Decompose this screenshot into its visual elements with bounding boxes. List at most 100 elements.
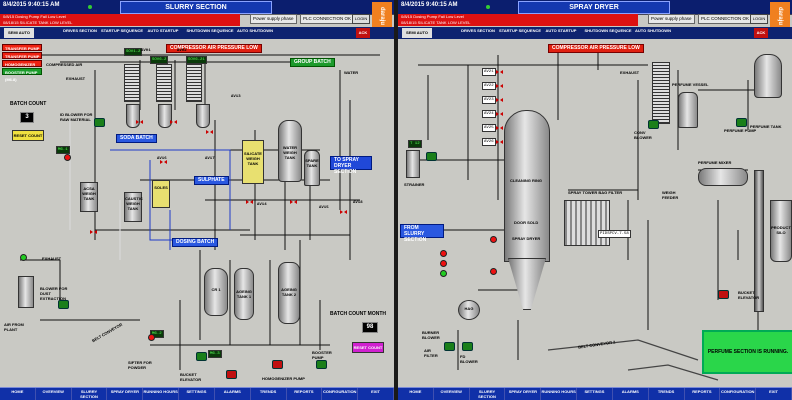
bucket-elevator-motor-icon[interactable] xyxy=(718,290,729,299)
tag-av22[interactable]: AV22 xyxy=(482,82,496,90)
alarm-row[interactable]: 0/8/15 Dosing Pump Fail Low Level xyxy=(0,14,240,20)
nav-exit[interactable]: EXIT xyxy=(756,388,792,400)
tag-av02[interactable]: AV02 xyxy=(177,49,187,53)
transfer-pump-motor-icon[interactable] xyxy=(226,370,237,379)
nav-trends[interactable]: TRENDS xyxy=(649,388,685,400)
nav-alarms[interactable]: ALARMS xyxy=(215,388,251,400)
nav-reports[interactable]: REPORTS xyxy=(685,388,721,400)
booster-motor-icon[interactable] xyxy=(316,360,327,369)
ack-button[interactable]: ACK xyxy=(356,28,370,38)
tag-av15[interactable]: AV15 xyxy=(319,206,329,210)
tag-av23[interactable]: AV23 xyxy=(482,96,496,104)
tag-av21[interactable]: AV21 xyxy=(482,68,496,76)
temp-indicator-t12[interactable]: T 12 xyxy=(408,140,422,148)
to-spray-dryer-link[interactable]: TO SPRAY DRYER SECTION xyxy=(330,156,372,175)
valve-icon[interactable] xyxy=(290,200,297,205)
nav-spray-dryer[interactable]: SPRAY DRYER xyxy=(505,388,542,400)
semi-auto-button[interactable]: SEMI AUTO xyxy=(402,28,432,38)
login-button[interactable]: LOGIN xyxy=(750,14,768,24)
tag-av18[interactable]: AV18 xyxy=(353,201,363,205)
conv-blower-motor-icon[interactable] xyxy=(648,120,659,129)
auto-startup-button[interactable]: AUTO STARTUP xyxy=(147,28,179,33)
drives-section-button[interactable]: DRIVES SECTION xyxy=(63,28,97,33)
tag-av24[interactable]: AV24 xyxy=(482,110,496,118)
homogenizer-motor-icon[interactable] xyxy=(272,360,283,369)
tag-sov6-2[interactable]: SOV6-2 xyxy=(150,56,169,64)
valve-icon[interactable] xyxy=(136,120,143,125)
semi-auto-button[interactable]: SEMI AUTO xyxy=(4,28,34,38)
valve-icon[interactable] xyxy=(496,98,503,103)
nav-settings[interactable]: SETTINGS xyxy=(577,388,613,400)
nav-slurry-section[interactable]: SLURRY SECTION xyxy=(470,388,506,400)
drives-section-button[interactable]: DRIVES SECTION xyxy=(461,28,495,33)
dust-blower-motor-icon[interactable] xyxy=(58,300,69,309)
alarm-row[interactable]: 08/18/15 SILICATE TANK LOW LEVEL xyxy=(0,20,240,26)
auto-shutdown-button[interactable]: AUTO SHUTDOWN xyxy=(635,28,671,33)
shutdown-sequence-button[interactable]: SHUTDOWN SEQUENCE xyxy=(186,28,234,33)
tag-sov1-2[interactable]: SOV1-2 xyxy=(124,48,143,56)
nav-configuration[interactable]: CONFIGURATION xyxy=(322,388,359,400)
nav-running-hours[interactable]: RUNNING HOURS xyxy=(541,388,578,400)
auto-startup-button[interactable]: AUTO STARTUP xyxy=(545,28,577,33)
fd-blower-motor-icon[interactable] xyxy=(462,342,473,351)
from-slurry-link[interactable]: FROM SLURRY SECTION xyxy=(400,224,444,243)
valve-icon[interactable] xyxy=(496,140,503,145)
valve-icon[interactable] xyxy=(170,120,177,125)
nav-running-hours[interactable]: RUNNING HOURS xyxy=(143,388,180,400)
tag-m6-1[interactable]: M6.1 xyxy=(56,146,70,154)
nav-settings[interactable]: SETTINGS xyxy=(179,388,215,400)
nav-exit[interactable]: EXIT xyxy=(358,388,394,400)
tag-av17[interactable]: AV17 xyxy=(205,157,215,161)
pid-readout[interactable]: PIDSPCV-7.58 xyxy=(598,230,631,238)
reset-month-count-button[interactable]: RESET COUNT xyxy=(352,342,384,353)
nav-alarms[interactable]: ALARMS xyxy=(613,388,649,400)
valve-icon[interactable] xyxy=(206,130,213,135)
valve-icon[interactable] xyxy=(246,200,253,205)
valve-icon[interactable] xyxy=(340,210,347,215)
auto-shutdown-button[interactable]: AUTO SHUTDOWN xyxy=(237,28,273,33)
group-batch-button[interactable]: GROUP BATCH xyxy=(290,58,335,67)
startup-sequence-button[interactable]: STARTUP SEQUENCE xyxy=(100,28,144,33)
nav-home[interactable]: HOME xyxy=(0,388,36,400)
valve-icon[interactable] xyxy=(160,160,167,165)
burner-blower-motor-icon[interactable] xyxy=(444,342,455,351)
login-button[interactable]: LOGIN xyxy=(352,14,370,24)
valve-icon[interactable] xyxy=(496,70,503,75)
ack-button[interactable]: ACK xyxy=(754,28,768,38)
tag-av13[interactable]: AV13 xyxy=(231,95,241,99)
homogenizer-button[interactable]: HOMOGENIZER (6.7) xyxy=(2,60,42,74)
id-blower-motor-icon[interactable] xyxy=(94,118,105,127)
nav-trends[interactable]: TRENDS xyxy=(251,388,287,400)
reset-count-button[interactable]: RESET COUNT xyxy=(12,130,44,141)
booster-pump-button[interactable]: BOOSTER PUMP (M6.8) xyxy=(2,68,42,82)
tag-av25[interactable]: AV25 xyxy=(482,124,496,132)
tag-m6-3[interactable]: M6.3 xyxy=(208,350,222,358)
nav-overview[interactable]: OVERVIEW xyxy=(36,388,72,400)
valve-icon[interactable] xyxy=(496,84,503,89)
startup-sequence-button[interactable]: STARTUP SEQUENCE xyxy=(498,28,542,33)
transfer-pump-2-button[interactable]: TRANSFER PUMP 2 (M6.3) xyxy=(2,52,42,66)
soda-batch-button[interactable]: SODA BATCH xyxy=(116,134,157,143)
transfer-pump-1-button[interactable]: TRANSFER PUMP 1 (M6.2) xyxy=(2,44,42,58)
nav-reports[interactable]: REPORTS xyxy=(287,388,323,400)
tag-av14[interactable]: AV14 xyxy=(257,203,267,207)
tag-av26[interactable]: AV26 xyxy=(482,138,496,146)
valve-icon[interactable] xyxy=(496,126,503,131)
shutdown-sequence-button[interactable]: SHUTDOWN SEQUENCE xyxy=(584,28,632,33)
perfume-pump-motor-icon[interactable] xyxy=(736,118,747,127)
nav-configuration[interactable]: CONFIGURATION xyxy=(720,388,757,400)
tag-sov6-21[interactable]: SOV6-21 xyxy=(186,56,207,64)
nav-spray-dryer[interactable]: SPRAY DRYER xyxy=(107,388,144,400)
tag-av01[interactable]: AV01 xyxy=(141,49,151,53)
bucket-elevator-motor-icon[interactable] xyxy=(196,352,207,361)
valve-icon[interactable] xyxy=(496,112,503,117)
valve-icon[interactable] xyxy=(90,230,97,235)
nav-slurry-section[interactable]: SLURRY SECTION xyxy=(72,388,108,400)
nav-home[interactable]: HOME xyxy=(398,388,434,400)
dosing-batch-button[interactable]: DOSING BATCH xyxy=(172,238,219,247)
alarm-row[interactable]: 08/18/15 SILICATE TANK LOW LEVEL xyxy=(398,20,638,26)
sulphate-button[interactable]: SULPHATE xyxy=(194,176,229,185)
strainer-motor-icon[interactable] xyxy=(426,152,437,161)
tag-av16[interactable]: AV16 xyxy=(157,157,167,161)
nav-overview[interactable]: OVERVIEW xyxy=(434,388,470,400)
